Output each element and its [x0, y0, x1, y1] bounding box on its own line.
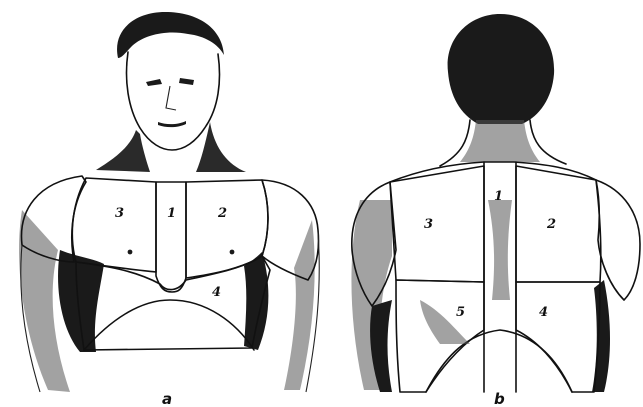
panel-a-region-label: 2: [217, 206, 227, 221]
panel-b-region-label: 5: [456, 305, 465, 320]
panel-a-right-nipple: [230, 250, 235, 255]
panel-b-caption: b: [494, 390, 505, 407]
panel-a-region-label: 4: [212, 285, 221, 300]
panel-b-region-4-outline: [516, 282, 600, 392]
panel-b-region-label: 2: [546, 217, 556, 232]
panel-a-abdomen-arc: [84, 300, 254, 350]
panel-b-head: [448, 14, 555, 124]
panel-b-neck-shade: [460, 120, 540, 162]
panel-a-caption: a: [162, 390, 172, 407]
panel-a-eyes: [146, 78, 194, 86]
panel-b-region-label: 4: [539, 305, 548, 320]
panel-a-mouth: [158, 121, 186, 127]
panel-a-left-nipple: [128, 250, 133, 255]
panel-a-region-1-outline: [156, 182, 186, 292]
panel-b-region-3-outline: [390, 166, 484, 282]
panel-a-region-label: 1: [167, 206, 176, 221]
panel-b-right-arm-dark: [592, 280, 610, 392]
panel-a-right-arm-shadow: [284, 220, 315, 390]
panel-a-region-4-outline: [76, 256, 270, 350]
panel-b-back-view: 1 2 3 5 4 b: [351, 14, 640, 407]
panel-b-back-outline: [390, 162, 596, 182]
panel-a-hair: [117, 12, 224, 58]
panel-a-right-side-shadow: [244, 252, 268, 350]
panel-b-region-2-outline: [516, 166, 601, 282]
panel-a-head: [127, 52, 220, 150]
panel-a-region-label: 3: [115, 206, 124, 221]
panel-b-spine-shade: [488, 200, 512, 300]
panel-a-front-view: 3 1 2 4 a: [19, 12, 319, 407]
panel-b-region-label: 1: [494, 189, 503, 204]
panel-a-nose: [166, 86, 176, 110]
panel-b-region-label: 3: [424, 217, 433, 232]
panel-a-neck: [96, 130, 150, 172]
